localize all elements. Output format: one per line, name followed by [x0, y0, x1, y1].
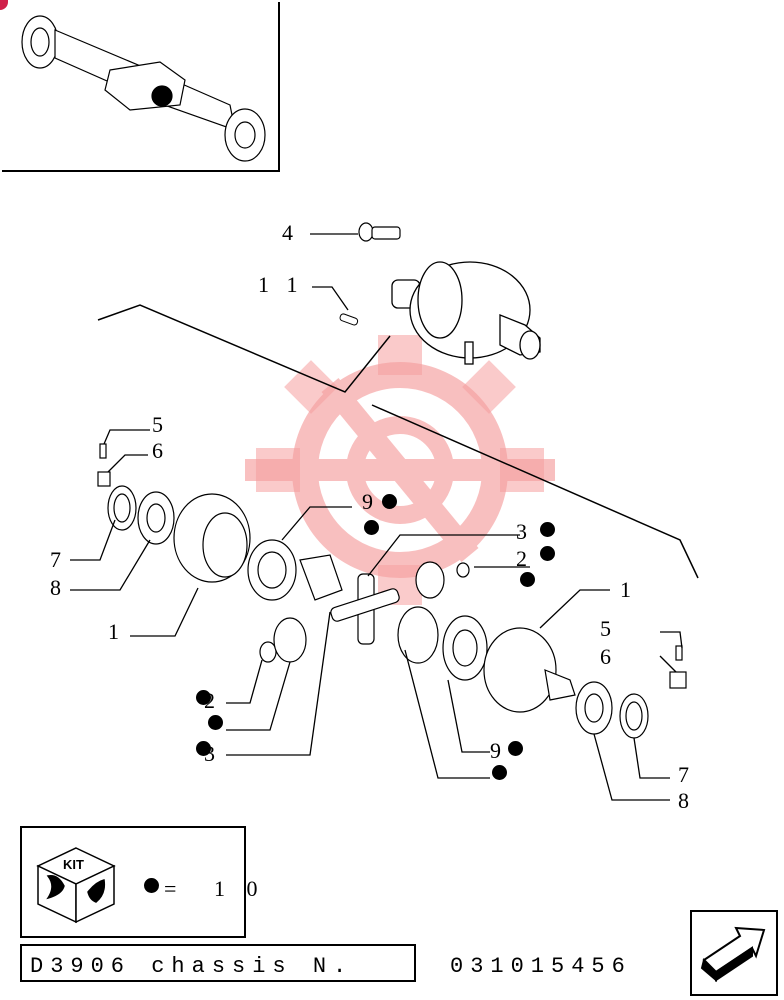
- pin-part-11: [339, 313, 359, 326]
- footer-chassis-code: D3906 chassis N.: [30, 954, 354, 979]
- footer-code-box: [20, 944, 416, 982]
- callout-11: 1 1: [258, 272, 304, 297]
- callout-9-top: 9: [362, 489, 379, 514]
- kit-legend-box: [20, 826, 246, 938]
- callout-3-top: 3: [516, 519, 533, 544]
- differential-housing-part: [391, 261, 541, 365]
- left-side-assembly: [97, 443, 343, 663]
- callout-1-right: 1: [620, 577, 637, 602]
- callout-7-left: 7: [50, 547, 67, 572]
- kit-legend-dot: [144, 878, 159, 893]
- callout-1-left: 1: [108, 619, 125, 644]
- cross-shaft-part-3: [330, 573, 400, 645]
- next-page-arrow-icon[interactable]: [700, 926, 766, 983]
- footer-serial-number: 031015456: [450, 954, 632, 979]
- kit-dot: [196, 741, 211, 756]
- callout-2-top: 2: [516, 546, 533, 571]
- next-page-button[interactable]: [690, 910, 778, 996]
- kit-dot: [382, 494, 397, 509]
- page-corner-marker: [0, 0, 8, 10]
- axle-thumbnail-frame: [2, 2, 280, 172]
- callout-8-right: 8: [678, 788, 695, 813]
- frame-line-left: [97, 304, 391, 393]
- callout-6-right: 6: [600, 644, 617, 669]
- axle-thumbnail-drawing: [21, 15, 266, 162]
- right-side-assembly: [397, 561, 687, 739]
- kit-equals-sign: =: [164, 876, 183, 901]
- kit-dot: [196, 690, 211, 705]
- callout-6-left: 6: [152, 438, 169, 463]
- kit-dot: [508, 741, 523, 756]
- kit-dot: [492, 765, 507, 780]
- kit-label: KIT: [63, 857, 84, 872]
- callout-4: 4: [282, 220, 299, 245]
- callout-5-left: 5: [152, 412, 169, 437]
- callout-3-bottom: 3: [204, 741, 221, 766]
- callout-7-right: 7: [678, 762, 695, 787]
- frame-line-right: [371, 404, 699, 579]
- kit-box-icon: [36, 847, 116, 924]
- leader-lines: [70, 233, 683, 801]
- kit-dot: [364, 520, 379, 535]
- callout-9-bottom: 9: [490, 738, 507, 763]
- callout-5-right: 5: [600, 616, 617, 641]
- kit-dot: [520, 572, 535, 587]
- kit-quantity: 1 0: [214, 876, 266, 901]
- kit-dot: [540, 522, 555, 537]
- kit-dot: [540, 546, 555, 561]
- kit-dot: [208, 715, 223, 730]
- bolt-part-4: [358, 222, 401, 242]
- callout-8-left: 8: [50, 575, 67, 600]
- watermark-gear-teeth: [256, 335, 544, 605]
